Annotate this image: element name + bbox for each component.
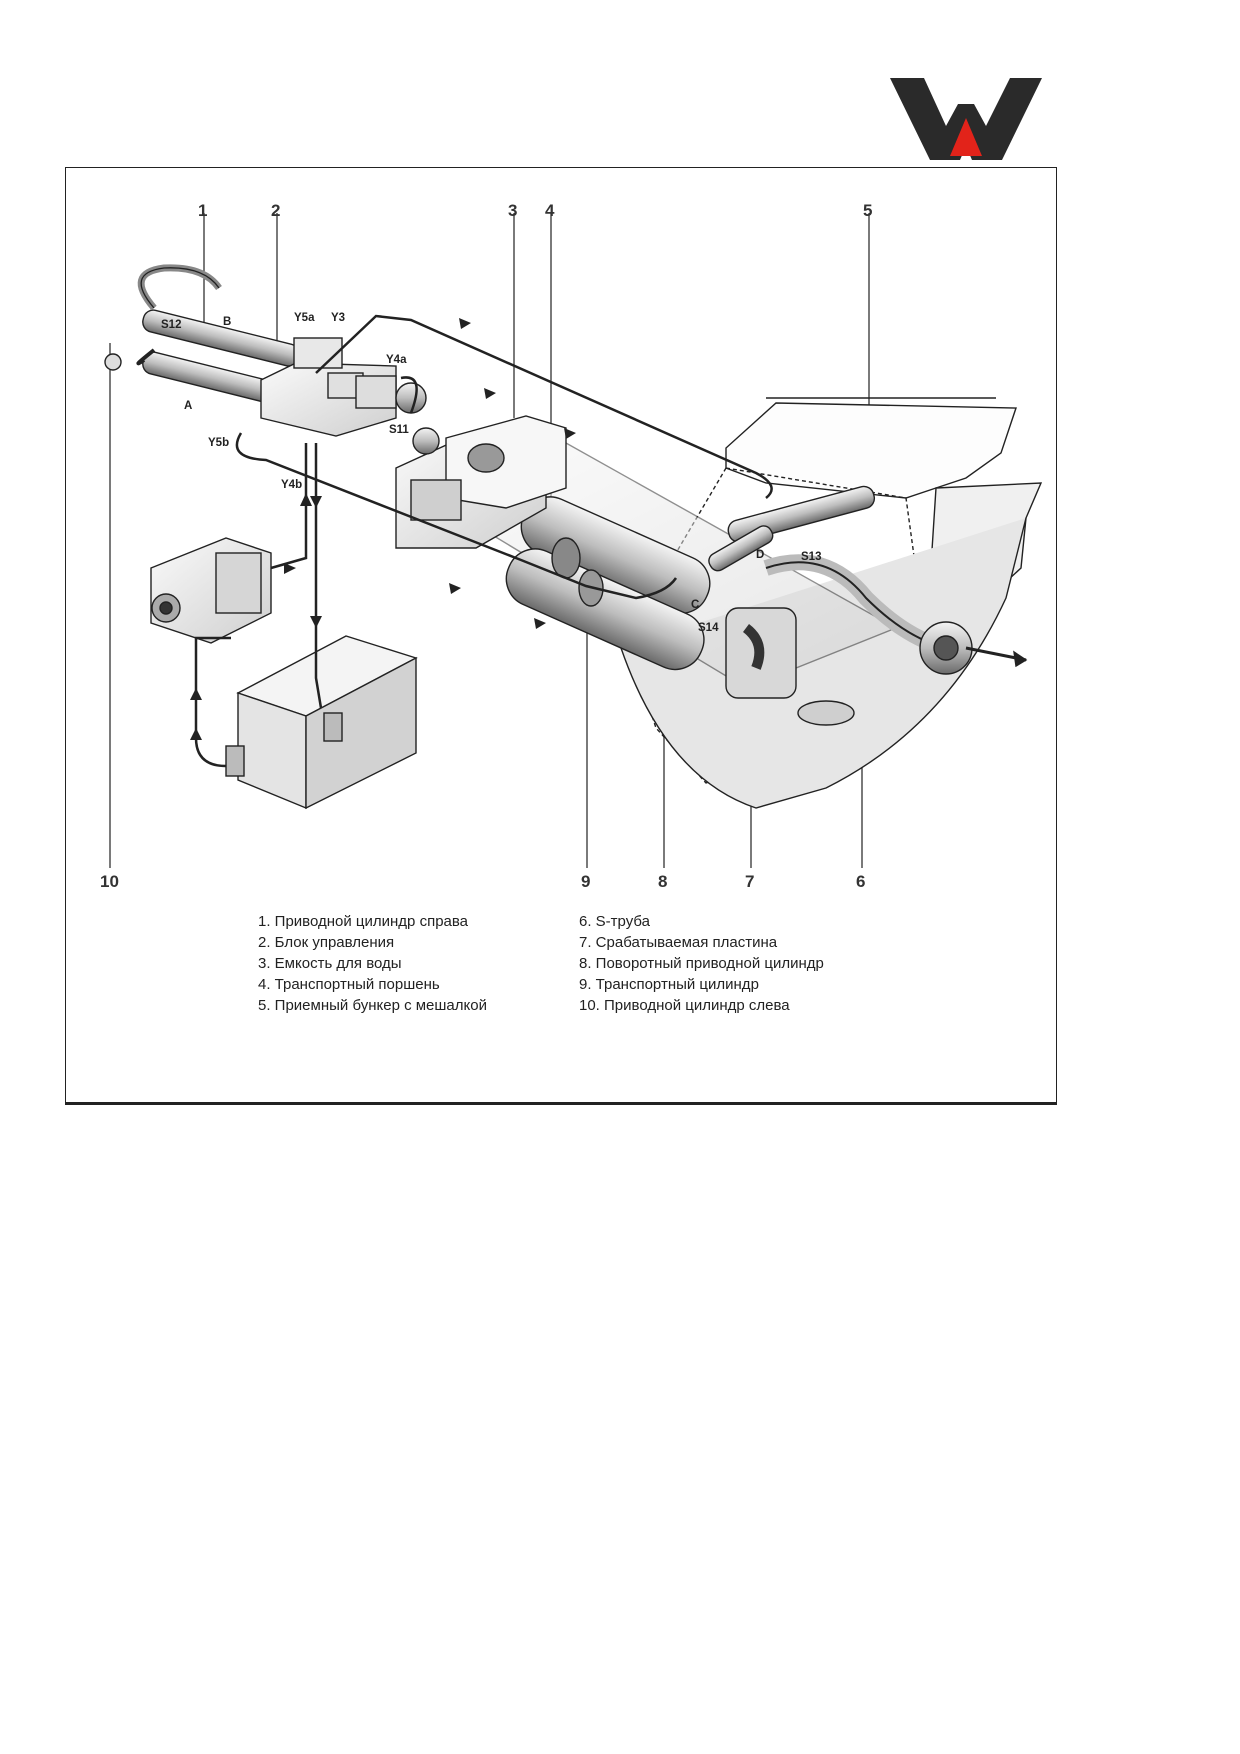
diagram-frame: S12 B Y5a Y3 Y4a A Y5b S11 Y4b D S13 C S… (65, 167, 1057, 1105)
label-b: B (223, 316, 231, 328)
callout-5: 5 (863, 201, 873, 220)
flow-arrows (190, 318, 576, 740)
callout-1: 1 (198, 201, 208, 220)
callout-4: 4 (545, 201, 555, 220)
legend-item: 10. Приводной цилиндр слева (579, 997, 790, 1014)
label-d: D (756, 549, 764, 561)
s-tube-assembly (708, 485, 1028, 726)
legend-left: 1. Приводной цилиндр справа 2. Блок упра… (258, 911, 487, 1016)
label-s13: S13 (801, 551, 821, 563)
logo-red-triangle (950, 118, 982, 156)
label-y4b: Y4b (281, 479, 302, 491)
legend-item: 6. S-труба (579, 913, 650, 930)
label-s12: S12 (161, 319, 181, 331)
legend-item: 8. Поворотный приводной цилиндр (579, 955, 824, 972)
label-s14: S14 (698, 622, 719, 634)
callout-2: 2 (271, 201, 281, 220)
legend-item: 5. Приемный бункер с мешалкой (258, 997, 487, 1014)
legend-item: 3. Емкость для воды (258, 955, 402, 972)
legend-item: 4. Транспортный поршень (258, 976, 440, 993)
callout-6: 6 (856, 872, 866, 891)
legend-item: 9. Транспортный цилиндр (579, 976, 759, 993)
concrete-pump-diagram: S12 B Y5a Y3 Y4a A Y5b S11 Y4b D S13 C S… (104, 213, 1043, 868)
label-s11: S11 (389, 424, 409, 436)
callout-leaders (109, 213, 870, 868)
label-y4a: Y4a (386, 354, 407, 366)
hydraulic-pump (150, 537, 272, 644)
water-tank (395, 415, 567, 549)
label-a: A (184, 400, 192, 412)
label-y3: Y3 (331, 312, 345, 324)
legend-item: 1. Приводной цилиндр справа (258, 913, 469, 930)
callout-10: 10 (100, 872, 119, 891)
label-y5b: Y5b (208, 437, 229, 449)
control-block (260, 337, 440, 455)
oil-tank (225, 635, 418, 810)
callout-8: 8 (658, 872, 668, 891)
callout-7: 7 (745, 872, 755, 891)
hopper-with-agitator (620, 397, 1043, 809)
callout-9: 9 (581, 872, 591, 891)
callout-3: 3 (508, 201, 518, 220)
brand-logo (890, 78, 1042, 160)
label-y5a: Y5a (294, 312, 315, 324)
legend-right: 6. S-труба 7. Срабатываемая пластина 8. … (579, 911, 824, 1016)
legend-item: 7. Срабатываемая пластина (579, 934, 778, 951)
label-c: C (691, 599, 699, 611)
legend-item: 2. Блок управления (258, 934, 395, 951)
